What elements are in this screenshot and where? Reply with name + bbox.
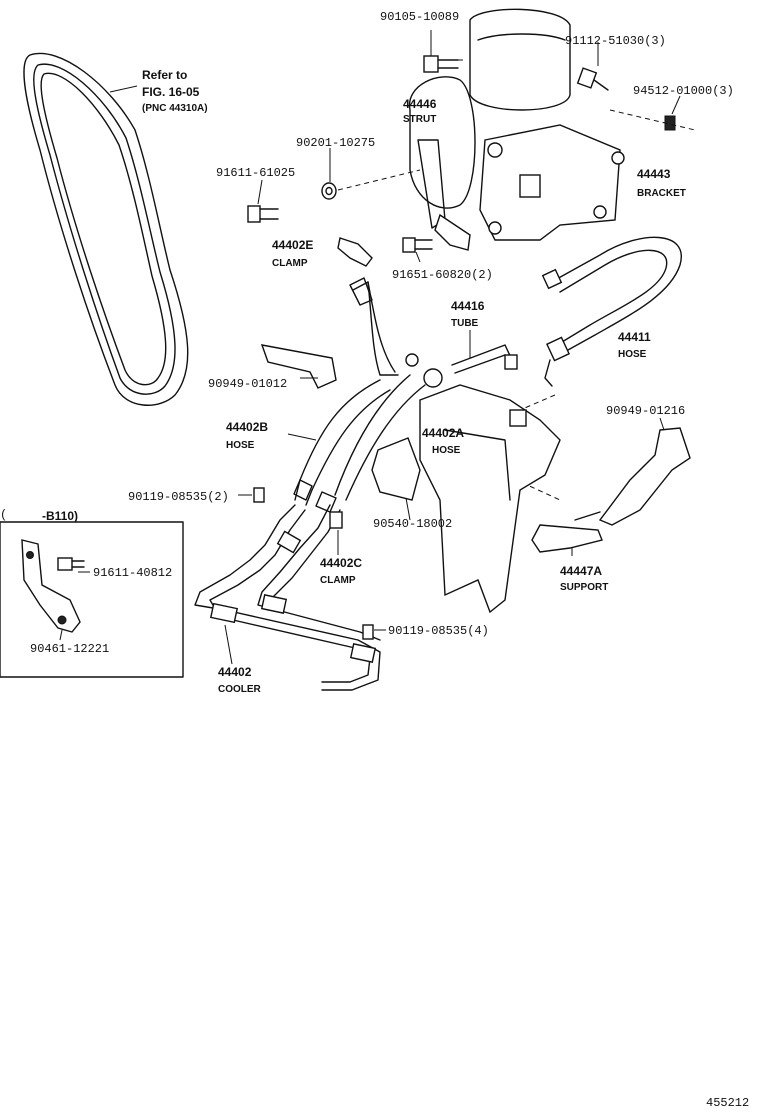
label-44402C-name: CLAMP (320, 575, 356, 586)
label-44402-name: COOLER (218, 684, 262, 695)
label-44402A: 44402A (422, 426, 464, 440)
label-44402B-name: HOSE (226, 440, 255, 451)
label-90119-08535-2: 90119-08535(2) (128, 490, 229, 504)
label-44443: 44443 (637, 167, 671, 181)
label-91651-60820: 91651-60820(2) (392, 268, 493, 282)
strap-90949-01216 (598, 417, 691, 526)
cooler-44402 (194, 479, 381, 691)
diagram-id: 455212 (706, 1096, 749, 1110)
label-44447A: 44447A (560, 564, 602, 578)
label-44446-name: STRUT (403, 114, 436, 125)
label-90119-08535-4: 90119-08535(4) (388, 624, 489, 638)
hose-44411 (541, 236, 682, 387)
label-44443-name: BRACKET (637, 188, 686, 199)
refer-text-1: Refer to (142, 68, 187, 82)
label-90949-01216: 90949-01216 (606, 404, 685, 418)
tube-44416 (451, 330, 518, 374)
label-44416-name: TUBE (451, 318, 479, 329)
refer-text-3: (PNC 44310A) (142, 103, 208, 114)
label-44402E: 44402E (272, 238, 313, 252)
label-90949-01012: 90949-01012 (208, 377, 287, 391)
leader-44402B (287, 433, 317, 441)
label-91611-40812: 91611-40812 (93, 566, 172, 580)
label-44411-name: HOSE (618, 349, 647, 360)
dash-washer (337, 169, 421, 191)
label-44402E-name: CLAMP (272, 258, 308, 269)
dash-nut (609, 109, 696, 131)
bolt-90105 (423, 30, 459, 73)
refer-text-2: FIG. 16-05 (142, 85, 200, 99)
refer-leader (109, 85, 138, 93)
support-44447A (531, 511, 603, 556)
label-91611-61025: 91611-61025 (216, 166, 295, 180)
label-44402A-name: HOSE (432, 445, 461, 456)
pump-reservoir (408, 8, 625, 251)
clamp-90540 (371, 437, 421, 521)
hose-44402A (334, 353, 443, 501)
washer-90201 (321, 148, 337, 200)
hose-44402B (294, 277, 399, 506)
steering-gear (419, 384, 561, 614)
label-90105-10089: 90105-10089 (380, 10, 459, 24)
label-94512-01000: 94512-01000(3) (633, 84, 734, 98)
bolt-91651 (402, 237, 433, 263)
label-44447A-name: SUPPORT (560, 582, 608, 593)
label-91112-51030: 91112-51030(3) (565, 34, 666, 48)
inset-b110 (0, 521, 184, 678)
label-90540-18002: 90540-18002 (373, 517, 452, 531)
bracket-90949-01012 (260, 344, 337, 389)
label-90201-10275: 90201-10275 (296, 136, 375, 150)
label-44402: 44402 (218, 665, 252, 679)
label-44416: 44416 (451, 299, 485, 313)
bolt-91112 (576, 42, 609, 91)
label-44402C: 44402C (320, 556, 362, 570)
label-44446: 44446 (403, 97, 437, 111)
bolt-91611-61025 (247, 179, 279, 223)
inset-open-paren: ( (0, 508, 7, 522)
dash-hose-fitting (519, 394, 556, 411)
clamp-44402E (337, 237, 373, 267)
label-90461-12221: 90461-12221 (30, 642, 109, 656)
inset-title: -B110) (42, 509, 78, 523)
label-44402B: 44402B (226, 420, 268, 434)
drive-belt (23, 52, 189, 406)
label-44411: 44411 (618, 330, 651, 344)
